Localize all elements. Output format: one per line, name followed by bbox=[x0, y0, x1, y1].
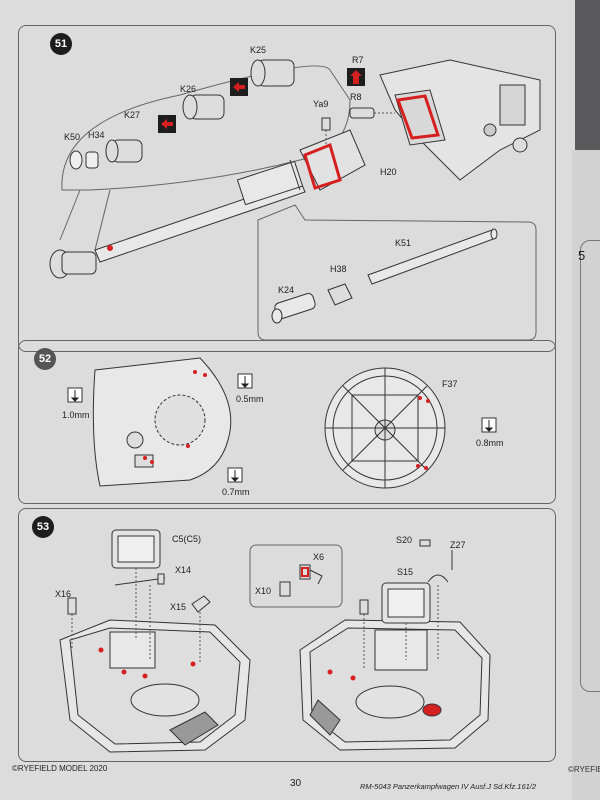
part-k50 bbox=[69, 150, 83, 170]
part-f37 bbox=[324, 367, 446, 489]
swap-arrow-icon bbox=[230, 78, 248, 96]
instruction-page: 51 bbox=[0, 0, 575, 800]
step-53-panel bbox=[18, 508, 556, 762]
callout-bubble bbox=[61, 65, 351, 191]
part-floor-plate bbox=[92, 357, 232, 487]
drill-icon bbox=[237, 373, 253, 389]
label-z27: Z27 bbox=[450, 540, 466, 550]
label-k27: K27 bbox=[124, 110, 140, 120]
callout-bubble bbox=[257, 204, 537, 341]
label-drill-0-8: 0.8mm bbox=[476, 438, 504, 448]
next-page-copyright: ©RYEFIELD bbox=[568, 765, 600, 774]
label-x10: X10 bbox=[255, 586, 271, 596]
label-k51: K51 bbox=[395, 238, 411, 248]
drill-icon bbox=[227, 467, 243, 483]
label-x16: X16 bbox=[55, 589, 71, 599]
label-h34: H34 bbox=[88, 130, 105, 140]
step-53-diagram: C5(C5) X14 X16 X15 X6 X10 S20 Z27 S15 bbox=[55, 529, 491, 753]
part-hatch-right bbox=[381, 582, 431, 624]
label-h20: H20 bbox=[380, 167, 397, 177]
label-x15: X15 bbox=[170, 602, 186, 612]
label-x6: X6 bbox=[313, 552, 324, 562]
part-x6 bbox=[299, 564, 323, 585]
label-r8: R8 bbox=[350, 92, 362, 102]
drill-icon bbox=[481, 417, 497, 433]
label-k24: K24 bbox=[278, 285, 294, 295]
part-s20 bbox=[419, 539, 431, 547]
copyright-text: ©RYEFIELD MODEL 2020 bbox=[12, 764, 108, 773]
part-k27 bbox=[105, 139, 143, 163]
step-51-panel bbox=[18, 25, 556, 352]
label-h38: H38 bbox=[330, 264, 347, 274]
part-c5 bbox=[111, 529, 161, 569]
part-turret-floor-left bbox=[59, 619, 251, 753]
step-52-badge: 52 bbox=[34, 348, 56, 370]
part-k24 bbox=[271, 293, 316, 324]
rotate-arrow-icon bbox=[347, 68, 365, 86]
label-c5: C5(C5) bbox=[172, 534, 201, 544]
callout-bubble bbox=[249, 544, 343, 608]
label-x14: X14 bbox=[175, 565, 191, 575]
part-s15 bbox=[427, 574, 449, 583]
label-s20: S20 bbox=[396, 535, 412, 545]
part-h20 bbox=[289, 129, 366, 191]
product-title: RM-5043 Panzerkampfwagen IV Ausf.J Sd.Kf… bbox=[360, 782, 537, 791]
part-barrel bbox=[49, 160, 306, 279]
step-51-diagram: K50 H34 K27 K26 K25 R7 R8 Ya9 H20 K51 H3… bbox=[49, 45, 541, 341]
next-page-frame bbox=[580, 240, 600, 692]
part-k51 bbox=[367, 228, 498, 285]
next-page-step-number: 5 bbox=[578, 248, 586, 263]
step-51-badge: 51 bbox=[50, 33, 72, 55]
label-drill-0-7: 0.7mm bbox=[222, 487, 250, 497]
next-page-edge: 5 ©RYEFIELD bbox=[568, 150, 600, 800]
label-k50: K50 bbox=[64, 132, 80, 142]
swap-arrow-icon bbox=[158, 115, 176, 133]
part-x15 bbox=[191, 595, 211, 613]
label-f37: F37 bbox=[442, 379, 458, 389]
part-turret-floor-right bbox=[299, 619, 491, 751]
label-ya9: Ya9 bbox=[313, 99, 328, 109]
part-x10 bbox=[279, 581, 291, 597]
label-s15: S15 bbox=[397, 567, 413, 577]
step-52-diagram: 1.0mm 0.5mm 0.7mm F37 0.8mm bbox=[62, 357, 504, 497]
label-drill-1-0: 1.0mm bbox=[62, 410, 90, 420]
part-x16 bbox=[67, 597, 77, 615]
part-k25 bbox=[250, 59, 295, 87]
step-53-badge: 53 bbox=[32, 516, 54, 538]
part-turret bbox=[379, 59, 541, 181]
part-x14 bbox=[114, 573, 166, 586]
page-number: 30 bbox=[290, 778, 302, 789]
part-x-bracket bbox=[359, 599, 369, 615]
label-k26: K26 bbox=[180, 84, 196, 94]
drill-icon bbox=[67, 387, 83, 403]
part-h38 bbox=[327, 283, 353, 306]
label-r7: R7 bbox=[352, 55, 364, 65]
label-drill-0-5: 0.5mm bbox=[236, 394, 264, 404]
label-k25: K25 bbox=[250, 45, 266, 55]
part-h34 bbox=[85, 151, 99, 169]
step-52-panel bbox=[18, 340, 556, 504]
part-k26 bbox=[182, 94, 225, 120]
